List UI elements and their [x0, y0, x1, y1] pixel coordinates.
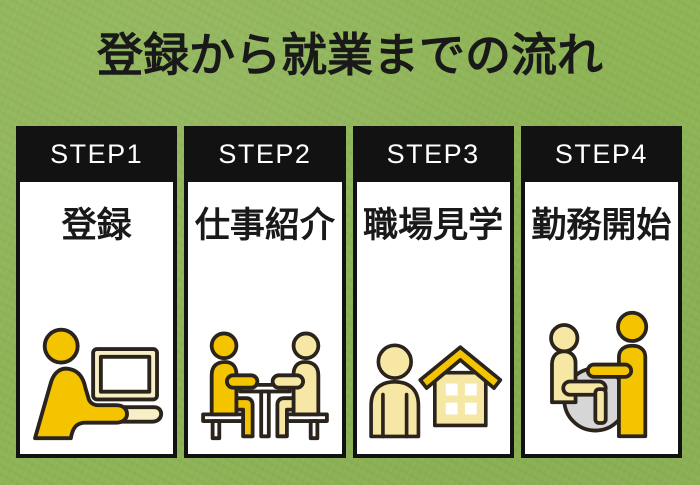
step3-title: 職場見学 — [363, 206, 504, 245]
step1-title: 登録 — [61, 206, 132, 245]
step1-header: STEP1 — [16, 126, 178, 182]
step-card-4: STEP4 勤務開始 — [520, 126, 682, 458]
step4-header: STEP4 — [520, 126, 682, 182]
step4-header-label: STEP4 — [554, 138, 648, 169]
step3-body: 職場見学 — [352, 182, 514, 458]
page-title: 登録から就業までの流れ — [97, 29, 603, 81]
step2-body: 仕事紹介 — [184, 182, 346, 458]
step-card-1: STEP1 登録 — [16, 126, 178, 458]
step4-title: 勤務開始 — [531, 206, 672, 245]
step3-header-label: STEP3 — [386, 138, 480, 169]
step1-body: 登録 — [16, 182, 178, 458]
step2-title: 仕事紹介 — [194, 206, 335, 245]
step-card-2: STEP2 仕事紹介 — [184, 126, 346, 458]
work-start-wheelchair-icon — [525, 306, 678, 442]
step2-header-label: STEP2 — [218, 138, 312, 169]
step3-header: STEP3 — [352, 126, 514, 182]
workplace-visit-house-icon — [357, 327, 510, 442]
registration-laptop-icon — [20, 320, 173, 442]
job-interview-meeting-icon — [188, 322, 341, 442]
step4-body: 勤務開始 — [520, 182, 682, 458]
step-card-3: STEP3 職場見学 — [352, 126, 514, 458]
steps-row: STEP1 登録 — [16, 126, 682, 458]
step2-header: STEP2 — [184, 126, 346, 182]
step1-header-label: STEP1 — [50, 138, 144, 169]
